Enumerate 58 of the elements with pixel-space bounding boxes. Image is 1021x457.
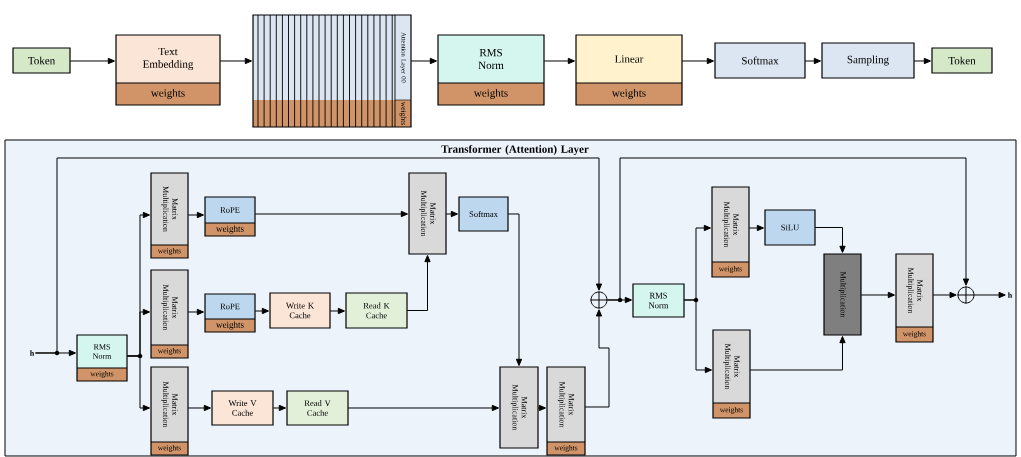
linear-box: Linear weights (575, 34, 683, 106)
silu-box: SiLU (764, 209, 816, 246)
cache-box: Write K Cache (269, 292, 331, 329)
arrow (932, 291, 957, 299)
token-box: Token (12, 47, 71, 74)
softmax-box: Softmax (458, 196, 509, 232)
arrow (34, 157, 603, 354)
signal-label: h (1008, 292, 1013, 298)
arrow (254, 210, 408, 218)
arrow (187, 404, 211, 412)
norm-box: RMS Norm weights (437, 34, 545, 106)
matrix-multiplication-box: Matrix Multiplication (408, 172, 447, 255)
rope-box: RoPE weights (204, 293, 256, 333)
weights-band: weights (204, 318, 256, 332)
arrow (749, 336, 846, 371)
arrow (272, 404, 286, 412)
arrow (187, 308, 204, 316)
arrow (329, 307, 345, 315)
norm-box: RMS Norm (632, 283, 685, 318)
arrow (748, 224, 764, 232)
multiplication-box: Multiplication (823, 253, 862, 336)
arrow (584, 309, 610, 408)
arrow (406, 255, 431, 311)
arrow (860, 291, 895, 299)
matrix-multiplication-box: Matrix Multiplication (499, 366, 539, 449)
arrow (974, 291, 1006, 299)
arrow (913, 57, 931, 65)
arrow (814, 227, 846, 253)
weights-band: weights (204, 222, 256, 236)
arrow (507, 213, 523, 366)
cache-box: Write V Cache (211, 390, 274, 426)
weights-band: weights (437, 82, 545, 105)
arrow (69, 57, 115, 65)
arrow (187, 211, 204, 219)
rope-box: RoPE weights (204, 196, 256, 237)
softmax-box: Softmax (714, 42, 806, 79)
signal-label: h (30, 350, 35, 356)
sampling-box: Sampling (821, 42, 915, 79)
cache-box: Read V Cache (286, 390, 349, 426)
arrow (126, 355, 150, 412)
arrow (219, 57, 252, 65)
arrow (804, 57, 821, 65)
arrow (607, 157, 970, 301)
arrow (254, 307, 269, 315)
arrow (543, 57, 575, 65)
arrow (537, 404, 546, 412)
arrow (681, 57, 714, 65)
arrow (683, 299, 712, 374)
cache-box: Read K Cache (345, 292, 408, 329)
weights-band: weights (115, 82, 221, 105)
arrow (347, 404, 499, 412)
arrow (410, 57, 437, 65)
arrow (445, 210, 458, 218)
token-box: Token (931, 47, 993, 74)
weights-band: weights (575, 82, 683, 105)
sum-circle (590, 291, 608, 309)
sum-circle (957, 286, 975, 304)
embedding-box: Text Embedding weights (115, 34, 221, 106)
